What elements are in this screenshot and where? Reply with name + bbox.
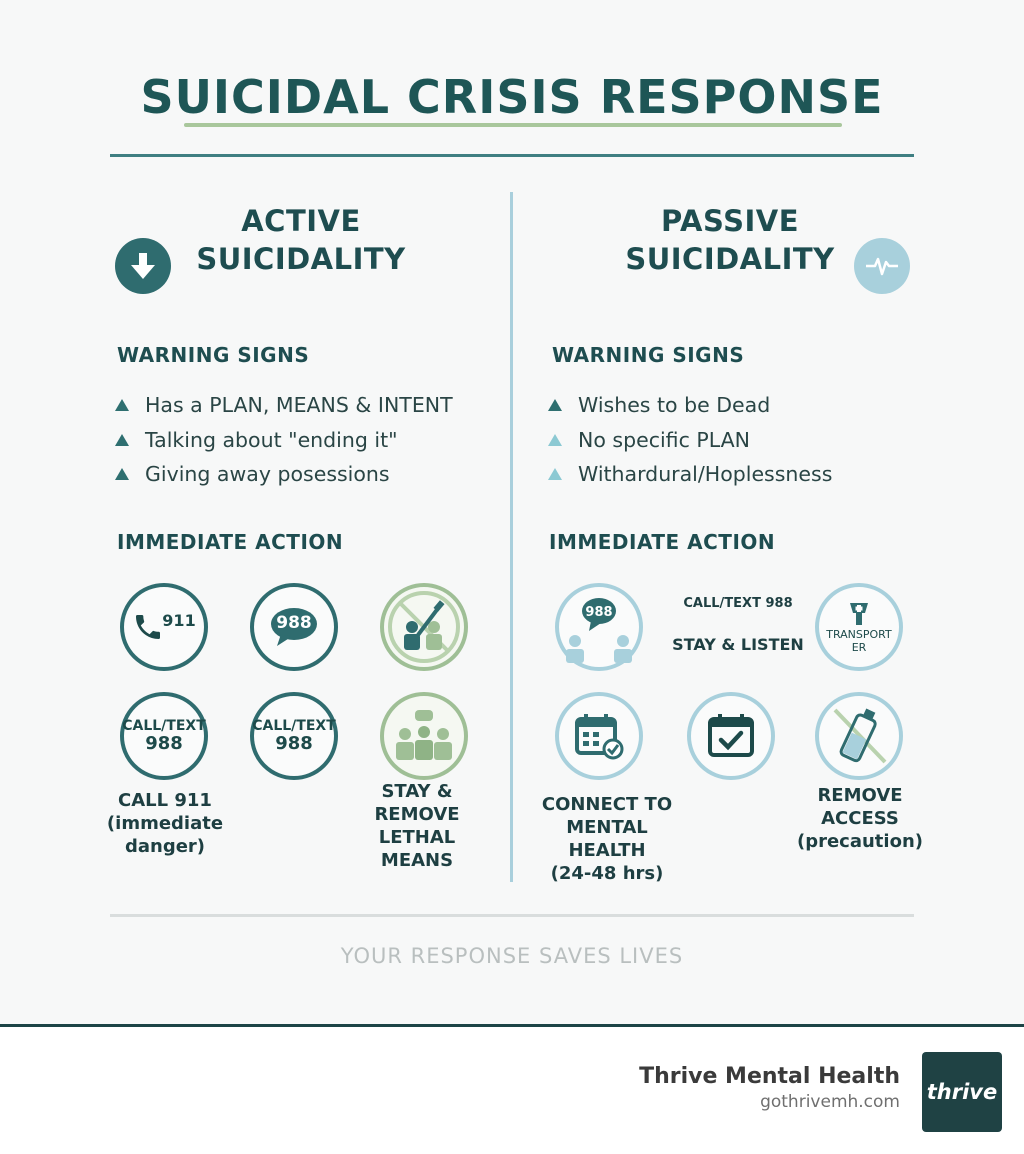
- stay-listen-label: STAY & LISTEN: [672, 635, 804, 654]
- tagline: YOUR RESPONSE SAVES LIVES: [340, 944, 684, 968]
- speech-bubble-icon: 988: [269, 606, 319, 648]
- active-heading: ACTIVE SUICIDALITY: [196, 202, 406, 278]
- triangle-bullet-icon: [548, 433, 562, 446]
- passive-heading: PASSIVE SUICIDALITY: [610, 202, 850, 278]
- active-warning-label: WARNING SIGNS: [117, 343, 310, 367]
- people-talking-icon: [396, 710, 452, 760]
- list-item: Wishes to be Dead: [548, 388, 832, 423]
- active-warning-list: Has a PLAN, MEANS & INTENT Talking about…: [115, 388, 453, 492]
- transport-er-circle: TRANSPORT ER: [815, 583, 903, 671]
- connect-mental-health-caption: CONNECT TO MENTAL HEALTH (24-48 hrs): [541, 794, 673, 884]
- passive-action-label: IMMEDIATE ACTION: [549, 530, 776, 554]
- triangle-bullet-icon: [548, 399, 562, 412]
- center-divider: [510, 192, 513, 882]
- list-item: No specific PLAN: [548, 423, 832, 458]
- calendar-check-icon: [575, 714, 624, 760]
- page-title: SUICIDAL CRISIS RESPONSE: [140, 70, 884, 124]
- remove-access-caption: REMOVE ACCESS (precaution): [796, 785, 923, 852]
- title-underline: [184, 123, 842, 127]
- follow-up-circle: [687, 692, 775, 780]
- active-heading-line2: SUICIDALITY: [196, 242, 406, 276]
- triangle-bullet-icon: [115, 399, 129, 412]
- schedule-appointment-circle: [555, 692, 643, 780]
- triangle-bullet-icon: [548, 468, 562, 481]
- remove-means-icon: [388, 591, 460, 663]
- no-pill-bottle-icon: [833, 708, 887, 764]
- call-text-988-label: CALL/TEXT 988: [683, 596, 793, 611]
- 988-label: 988: [585, 605, 612, 620]
- triangle-bullet-icon: [115, 433, 129, 446]
- remove-access-circle: [815, 692, 903, 780]
- passive-heading-line2: SUICIDALITY: [625, 242, 835, 276]
- bottom-divider: [110, 914, 914, 917]
- passive-warning-label: WARNING SIGNS: [552, 343, 745, 367]
- list-item: Withardural/Hoplessness: [548, 457, 832, 492]
- remove-means-caption: STAY & REMOVE LETHAL MEANS: [374, 781, 460, 871]
- active-action-label: IMMEDIATE ACTION: [117, 530, 344, 554]
- brand-url[interactable]: gothrivemh.com: [760, 1092, 900, 1112]
- calendar-icon: [708, 714, 754, 757]
- call-911-circle: 911: [120, 583, 208, 671]
- triangle-bullet-icon: [115, 468, 129, 481]
- medical-cross-icon: [850, 603, 868, 626]
- text-988-support-circle: 988: [555, 583, 643, 671]
- phone-icon: [136, 615, 161, 639]
- list-item: Talking about "ending it": [115, 423, 453, 458]
- call-text-988-circle-2: CALL/TEXT 988: [250, 692, 338, 780]
- arrow-down-icon: [115, 238, 171, 294]
- passive-warning-list: Wishes to be Dead No specific PLAN Witha…: [548, 388, 832, 492]
- brand-name: Thrive Mental Health: [639, 1064, 900, 1089]
- list-item: Giving away posessions: [115, 457, 453, 492]
- call-text-988-circle-1: CALL/TEXT 988: [120, 692, 208, 780]
- active-heading-line1: ACTIVE: [241, 204, 361, 238]
- call-911-caption: CALL 911 (immediate danger): [106, 790, 224, 857]
- top-divider: [110, 154, 914, 157]
- thrive-logo: thrive: [922, 1052, 1002, 1132]
- footer-divider: [0, 1024, 1024, 1027]
- heartbeat-icon: [854, 238, 910, 294]
- people-support-icon: 988: [566, 598, 632, 663]
- list-item: Has a PLAN, MEANS & INTENT: [115, 388, 453, 423]
- text-988-circle: 988: [250, 583, 338, 671]
- stay-together-circle: [380, 692, 468, 780]
- no-weapons-circle: [380, 583, 468, 671]
- passive-heading-line1: PASSIVE: [660, 204, 800, 238]
- footer: [0, 1027, 1024, 1154]
